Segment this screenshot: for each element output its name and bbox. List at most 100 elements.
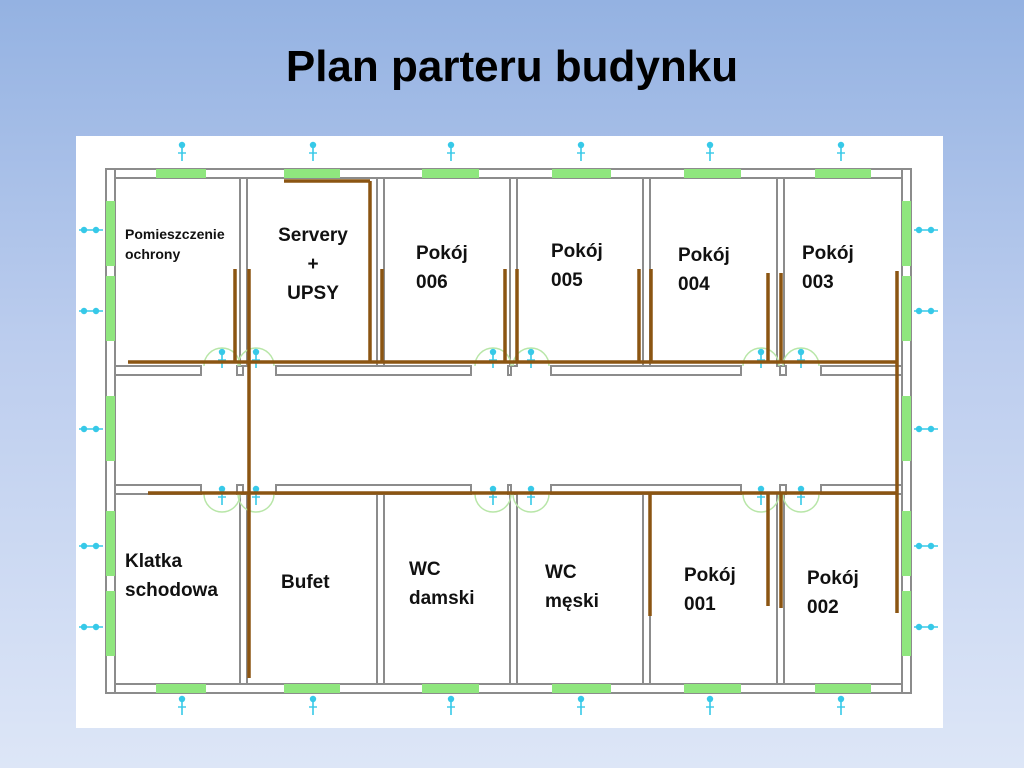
room-label-room-004: Pokój 004	[678, 245, 730, 295]
sensor-icon	[914, 542, 938, 550]
window	[106, 276, 115, 341]
sensor-icon	[837, 695, 845, 715]
room-label-stairwell: Klatka schodowa	[125, 551, 218, 601]
outer-wall-top	[105, 168, 912, 179]
sensor-icon	[79, 425, 103, 433]
room-label-security: Pomieszczenie ochrony	[125, 226, 225, 262]
partition-wall	[376, 493, 385, 685]
window	[552, 684, 611, 693]
sensor-icon	[837, 695, 845, 703]
outer-wall-bottom	[105, 683, 912, 694]
sensor-icon	[252, 348, 260, 368]
room-label-room-006: Pokój 006	[416, 243, 468, 293]
corridor-wall-top	[114, 365, 202, 376]
window	[902, 201, 911, 266]
sensor-icon	[757, 485, 765, 493]
door-swing	[742, 347, 780, 367]
sensor-icon	[447, 141, 455, 161]
sensor-icon	[757, 348, 765, 368]
sensor-icon	[79, 542, 103, 550]
sensor-icon	[252, 348, 260, 356]
sensor-icon	[706, 695, 714, 703]
room-label-servers: Servery + UPSY	[278, 225, 348, 304]
sensor-icon	[309, 695, 317, 703]
sensor-icon	[577, 695, 585, 715]
door-swing	[782, 347, 820, 367]
sensor-icon	[218, 485, 226, 493]
corridor-wall-top	[779, 365, 787, 376]
sensor-icon	[79, 226, 103, 234]
window	[552, 169, 611, 178]
sensor-icon	[178, 141, 186, 149]
corridor-wall-top	[507, 365, 512, 376]
window	[106, 511, 115, 576]
room-label-room-005: Pokój 005	[551, 241, 603, 291]
window	[684, 684, 741, 693]
sensor-icon	[79, 623, 103, 631]
room-label-wc-women: WC damski	[409, 559, 475, 609]
sensor-icon	[447, 141, 455, 149]
window	[902, 396, 911, 461]
corridor-wall-top	[820, 365, 903, 376]
room-label-wc-men: WC męski	[545, 562, 599, 612]
room-label-room-001: Pokój 001	[684, 565, 736, 615]
room-label-room-002: Pokój 002	[807, 568, 859, 618]
window	[422, 169, 479, 178]
sensor-icon	[577, 141, 585, 161]
sensor-icon	[837, 141, 845, 149]
floor-plan-drawing	[79, 141, 938, 715]
sensor-icon	[706, 141, 714, 149]
sensor-icon	[706, 141, 714, 161]
window	[106, 591, 115, 656]
door-swing	[782, 493, 820, 513]
sensor-icon	[178, 141, 186, 161]
sensor-icon	[797, 485, 805, 505]
window	[684, 169, 741, 178]
sensor-icon	[178, 695, 186, 715]
sensor-icon	[79, 307, 103, 315]
sensor-icon	[914, 623, 938, 631]
door-swing	[474, 493, 512, 513]
sensor-icon	[914, 307, 938, 315]
sensor-icon	[218, 348, 226, 368]
sensor-icon	[837, 141, 845, 161]
window	[106, 396, 115, 461]
sensor-icon	[757, 485, 765, 505]
sensor-icon	[447, 695, 455, 703]
floor-plan: Pomieszczenie ochrony Servery + UPSY Pok…	[76, 136, 943, 728]
window	[815, 169, 871, 178]
sensor-icon	[489, 348, 497, 368]
corridor-wall-top	[275, 365, 472, 376]
sensor-icon	[797, 348, 805, 368]
sensor-icon	[309, 695, 317, 715]
sensor-icon	[797, 348, 805, 356]
partition-wall	[239, 493, 248, 685]
window	[106, 201, 115, 266]
sensor-icon	[218, 485, 226, 505]
door-swing	[512, 347, 550, 367]
window	[284, 684, 340, 693]
sensor-icon	[797, 485, 805, 493]
window	[902, 511, 911, 576]
sensor-icon	[218, 348, 226, 356]
door-swing	[742, 493, 780, 513]
door-swing	[237, 493, 275, 513]
sensor-icon	[914, 226, 938, 234]
room-label-room-003: Pokój 003	[802, 243, 854, 293]
sensor-icon	[706, 695, 714, 715]
sensor-icon	[527, 485, 535, 505]
window	[902, 276, 911, 341]
sensor-icon	[527, 348, 535, 356]
sensor-icon	[489, 348, 497, 356]
partition-wall	[776, 177, 785, 367]
sensor-icon	[309, 141, 317, 149]
window	[156, 684, 206, 693]
room-label-buffet: Bufet	[281, 572, 330, 593]
sensor-icon	[489, 485, 497, 493]
slide-title: Plan parteru budynku	[285, 42, 739, 91]
sensor-icon	[527, 485, 535, 493]
sensor-icon	[489, 485, 497, 505]
sensor-icon	[252, 485, 260, 493]
partition-wall	[642, 177, 651, 367]
sensor-icon	[447, 695, 455, 715]
